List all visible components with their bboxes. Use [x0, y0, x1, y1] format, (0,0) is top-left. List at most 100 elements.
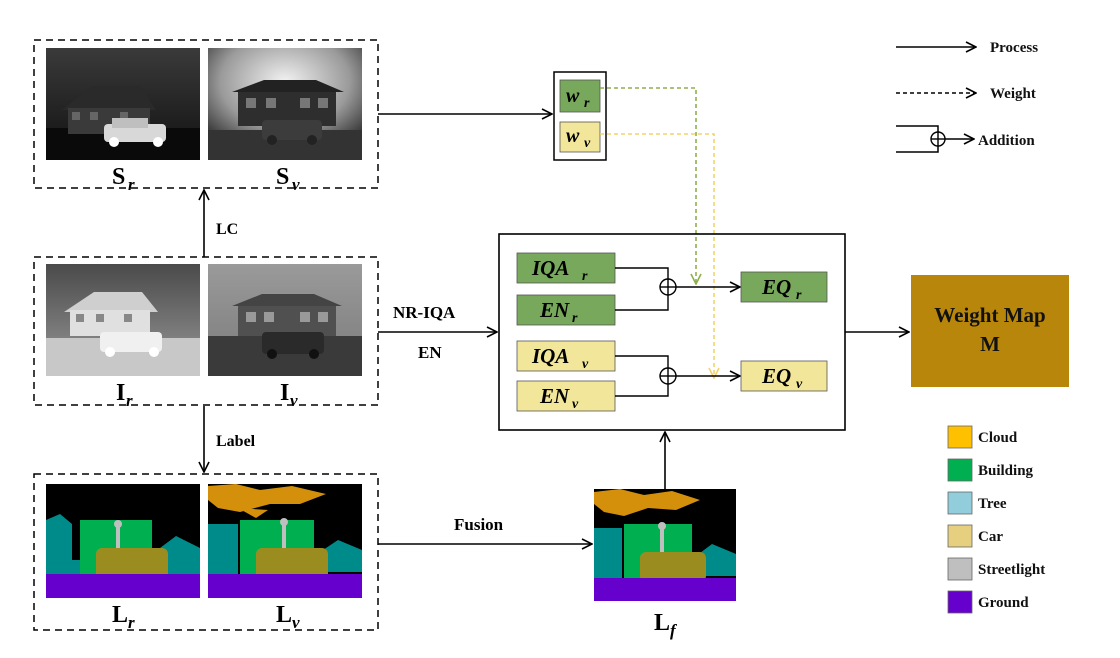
- eq-v-box: [740, 360, 828, 392]
- svg-text:EN: EN: [539, 298, 570, 322]
- svg-text:f: f: [670, 621, 678, 640]
- saliency-group-frame: [33, 39, 379, 189]
- class-legend-item: Streetlight: [947, 557, 1045, 581]
- class-legend-swatch: [947, 557, 973, 581]
- svg-text:r: r: [584, 96, 590, 111]
- svg-text:r: r: [796, 288, 802, 303]
- svg-text:I: I: [280, 380, 289, 406]
- class-legend-label: Ground: [978, 595, 1029, 611]
- svg-text:S: S: [276, 164, 289, 190]
- svg-text:v: v: [584, 136, 591, 151]
- svg-text:IQA: IQA: [531, 256, 569, 280]
- iqa-v-label: IQA v: [531, 344, 589, 372]
- svg-text:w: w: [566, 125, 580, 147]
- svg-text:v: v: [290, 391, 298, 410]
- iqa-r-label: IQA r: [531, 256, 588, 284]
- label-i-v: I v: [280, 380, 298, 410]
- svg-text:L: L: [654, 610, 670, 636]
- addition-r-icon: [659, 278, 677, 296]
- svg-text:v: v: [292, 613, 300, 632]
- svg-text:v: v: [292, 175, 300, 194]
- svg-text:S: S: [112, 164, 125, 190]
- dashed-weight-v: [600, 133, 714, 378]
- eq-r-label: EQ r: [761, 275, 802, 303]
- svg-text:EN: EN: [539, 384, 570, 408]
- svg-text:r: r: [128, 175, 135, 194]
- label-s-v: S v: [276, 164, 300, 194]
- svg-text:r: r: [126, 391, 133, 410]
- weight-r-label: w r: [566, 85, 590, 111]
- svg-text:v: v: [572, 397, 579, 412]
- label-l-v: L v: [276, 602, 300, 632]
- iqa-v-box: [516, 340, 616, 372]
- weight-map-symbol: M: [980, 332, 1000, 356]
- addition-v-icon: [659, 367, 677, 385]
- text-en: EN: [418, 343, 442, 362]
- class-legend-item: Building: [947, 458, 1034, 482]
- class-legend-swatch: [947, 491, 973, 515]
- legend-process: Process: [896, 40, 1038, 56]
- svg-text:Addition: Addition: [978, 133, 1035, 149]
- text-label: Label: [216, 433, 256, 450]
- weight-v-label: w v: [566, 125, 591, 151]
- label-s-r: S r: [112, 164, 135, 194]
- svg-text:w: w: [566, 85, 580, 107]
- class-legend-item: Tree: [947, 491, 1007, 515]
- saliency-image-v: [208, 48, 362, 160]
- class-legend-label: Streetlight: [978, 562, 1045, 578]
- class-legend-label: Cloud: [978, 430, 1018, 446]
- weight-map-box: [911, 275, 1069, 387]
- en-v-box: [516, 380, 616, 412]
- class-legend-swatch: [947, 425, 973, 449]
- iqa-r-box: [516, 252, 616, 284]
- dashed-weight-r: [600, 87, 696, 284]
- svg-text:I: I: [116, 380, 125, 406]
- label-map-v: [208, 484, 362, 598]
- svg-text:EQ: EQ: [761, 275, 791, 299]
- class-legend-label: Building: [978, 463, 1034, 479]
- visible-image: [208, 264, 362, 376]
- text-fusion: Fusion: [454, 515, 504, 534]
- class-legend-item: Car: [947, 524, 1003, 548]
- fused-label-map: [594, 489, 736, 601]
- svg-text:L: L: [276, 602, 292, 628]
- class-legend-label: Tree: [978, 496, 1007, 512]
- label-l-r: L r: [112, 602, 135, 632]
- svg-text:v: v: [582, 357, 589, 372]
- class-legend-item: Ground: [947, 590, 1029, 614]
- legend-weight: Weight: [896, 86, 1036, 102]
- legend-addition: Addition: [896, 125, 1035, 153]
- en-r-box: [516, 294, 616, 326]
- svg-text:r: r: [128, 613, 135, 632]
- en-v-label: EN v: [539, 384, 579, 412]
- text-nr-iqa: NR-IQA: [393, 303, 456, 322]
- class-legend-swatch: [947, 458, 973, 482]
- en-r-label: EN r: [539, 298, 578, 326]
- eq-v-label: EQ v: [761, 364, 803, 392]
- class-legend-label: Car: [978, 529, 1003, 545]
- svg-text:r: r: [572, 311, 578, 326]
- label-i-r: I r: [116, 380, 133, 410]
- class-legend-swatch: [947, 590, 973, 614]
- class-legend-item: Cloud: [947, 425, 1018, 449]
- text-lc: LC: [216, 221, 238, 238]
- input-group-frame: [33, 256, 379, 406]
- saliency-image-r: [46, 48, 200, 160]
- eq-r-box: [740, 271, 828, 303]
- label-l-f: L f: [654, 610, 678, 640]
- svg-text:r: r: [582, 269, 588, 284]
- label-group-frame: [33, 473, 379, 631]
- svg-text:L: L: [112, 602, 128, 628]
- infrared-image: [46, 264, 200, 376]
- weight-v-box: [559, 121, 601, 153]
- svg-text:Weight: Weight: [990, 86, 1036, 102]
- weight-map-title: Weight Map: [934, 303, 1045, 327]
- class-legend-swatch: [947, 524, 973, 548]
- svg-text:v: v: [796, 377, 803, 392]
- weight-r-box: [559, 79, 601, 113]
- label-map-r: [46, 484, 200, 598]
- svg-text:EQ: EQ: [761, 364, 791, 388]
